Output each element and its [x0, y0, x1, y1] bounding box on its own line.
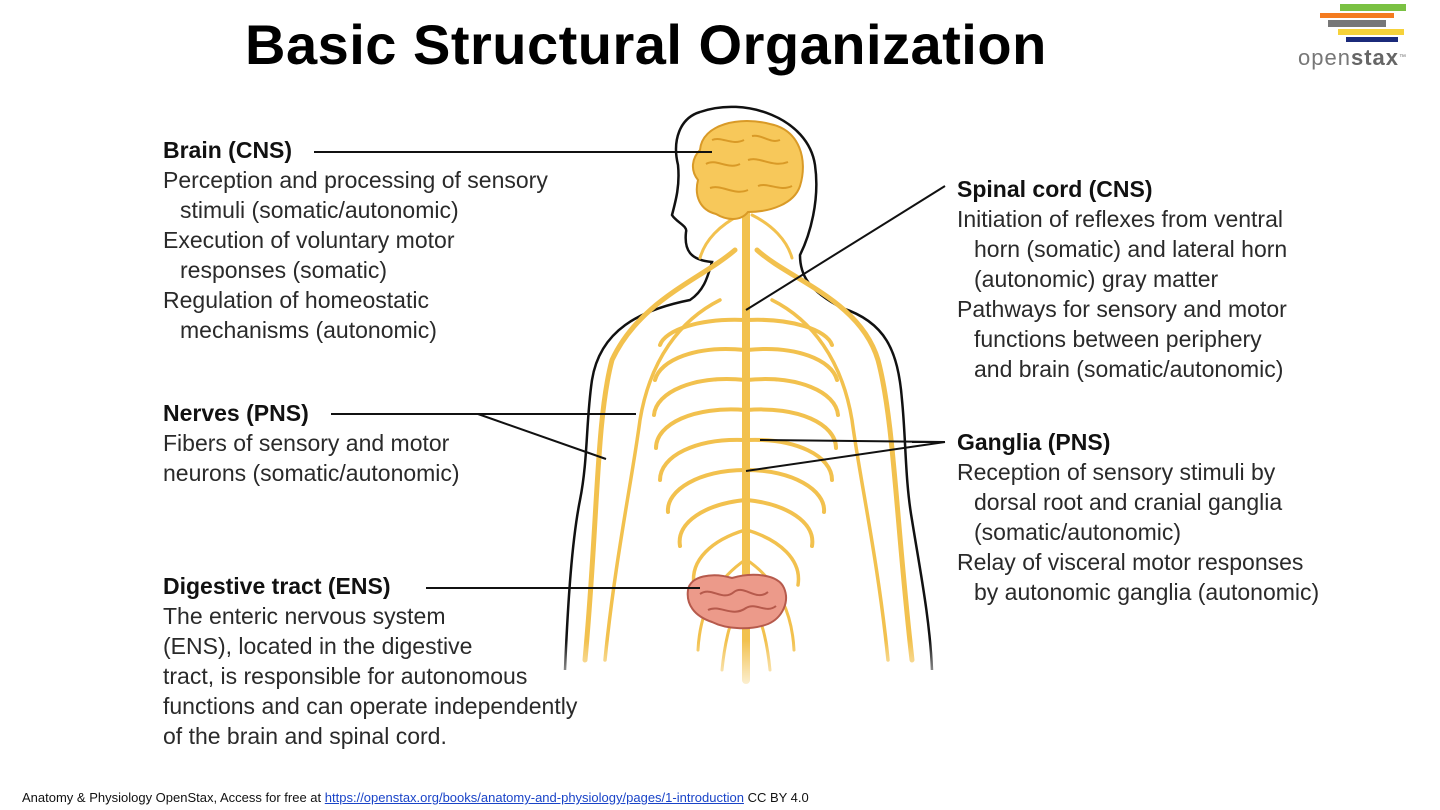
spinal-label-title: Spinal cord (CNS) — [957, 176, 1153, 202]
brain-desc-line: stimuli (somatic/autonomic) — [180, 197, 459, 223]
spinal-cord-label: Spinal cord (CNS) Initiation of reflexes… — [957, 174, 1287, 384]
nervous-system-figure — [314, 105, 960, 700]
digestive-desc-line: functions and can operate independently — [163, 693, 578, 719]
ganglia-label-title: Ganglia (PNS) — [957, 429, 1111, 455]
spinal-desc-line: horn (somatic) and lateral horn — [974, 236, 1288, 262]
logo-bars-icon — [1320, 4, 1406, 42]
brain-desc-line: responses (somatic) — [180, 257, 388, 283]
digestive-tract-illustration — [686, 573, 787, 630]
digestive-tract-label: Digestive tract (ENS) The enteric nervou… — [163, 571, 577, 751]
nerves-desc-line: neurons (somatic/autonomic) — [163, 460, 460, 486]
digestive-label-title: Digestive tract (ENS) — [163, 573, 391, 599]
attribution-footer: Anatomy & Physiology OpenStax, Access fo… — [22, 790, 809, 806]
openstax-logo: openstax™ — [1298, 2, 1440, 74]
brain-illustration — [692, 120, 804, 220]
brain-desc-line: mechanisms (autonomic) — [180, 317, 437, 343]
digestive-desc-line: The enteric nervous system — [163, 603, 446, 629]
brain-label-title: Brain (CNS) — [163, 137, 293, 163]
slide-title: Basic Structural Organization — [245, 13, 1047, 76]
attribution-prefix: Anatomy & Physiology OpenStax, Access fo… — [22, 790, 322, 805]
nerves-label: Nerves (PNS) Fibers of sensory and motor… — [163, 398, 460, 488]
spinal-desc-line: Initiation of reflexes from ventral — [957, 206, 1283, 232]
spinal-desc-line: functions between periphery — [974, 326, 1262, 352]
spinal-desc-line: and brain (somatic/autonomic) — [974, 356, 1284, 382]
ganglia-desc-line: Reception of sensory stimuli by — [957, 459, 1276, 485]
nerves-leader-branch-2 — [477, 413, 607, 460]
brain-desc-line: Regulation of homeostatic — [163, 287, 429, 313]
ganglia-desc-line: dorsal root and cranial ganglia — [974, 489, 1283, 515]
ganglia-label: Ganglia (PNS) Reception of sensory stimu… — [957, 427, 1319, 607]
ganglia-leader-branch-2 — [745, 441, 946, 472]
leader-lines — [314, 151, 946, 589]
ganglia-desc-line: Relay of visceral motor responses — [957, 549, 1304, 575]
ganglia-desc-line: by autonomic ganglia (autonomic) — [974, 579, 1320, 605]
brain-label: Brain (CNS) Perception and processing of… — [163, 135, 548, 345]
digestive-desc-line: tract, is responsible for autonomous — [163, 663, 528, 689]
digestive-desc-line: (ENS), located in the digestive — [163, 633, 473, 659]
spinal-cord-leader-line — [745, 185, 946, 311]
body-silhouette — [563, 105, 934, 671]
digestive-desc-line: of the brain and spinal cord. — [163, 723, 447, 749]
spinal-desc-line: Pathways for sensory and motor — [957, 296, 1287, 322]
ganglia-desc-line: (somatic/autonomic) — [974, 519, 1182, 545]
spinal-desc-line: (autonomic) gray matter — [974, 266, 1219, 292]
attribution-license: CC BY 4.0 — [747, 790, 809, 805]
attribution-link[interactable]: https://openstax.org/books/anatomy-and-p… — [324, 790, 744, 805]
brain-desc-line: Perception and processing of sensory — [163, 167, 548, 193]
nerves-desc-line: Fibers of sensory and motor — [163, 430, 450, 456]
nerves-label-title: Nerves (PNS) — [163, 400, 309, 426]
brain-desc-line: Execution of voluntary motor — [163, 227, 455, 253]
logo-wordmark: openstax™ — [1298, 45, 1406, 70]
